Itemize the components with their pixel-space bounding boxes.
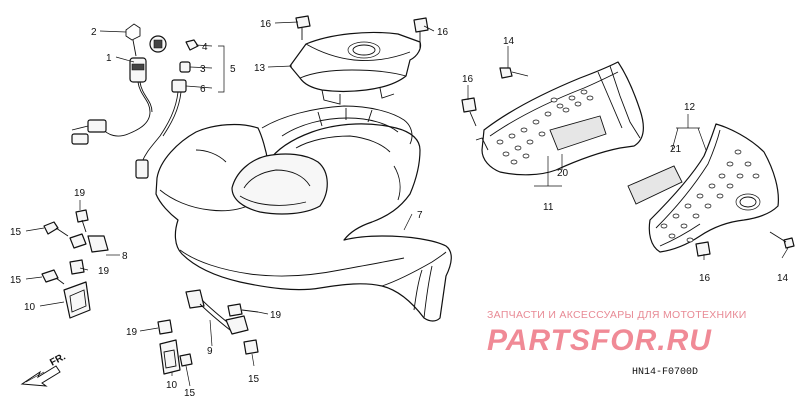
switch-harness: [71, 23, 225, 179]
watermark: ЗАПЧАСТИ И АКСЕССУАРЫ ДЛЯ МОТОТЕХНИКИ PA…: [487, 309, 747, 357]
callout-numbers: 2 1 4 3 5 6 16 13 16 14 16 20 11 12 21 1…: [10, 19, 789, 399]
callout-15-bottom: 15: [184, 388, 196, 399]
callout-19-upper-left: 19: [74, 188, 86, 199]
callout-15-upper-left: 15: [10, 227, 22, 238]
callout-1: 1: [106, 53, 112, 64]
front-top-cover: [289, 31, 422, 105]
callout-8: 8: [122, 251, 128, 262]
callout-9: 9: [207, 346, 213, 357]
perforation-holes-left: [660, 149, 760, 243]
callout-16-top-right: 16: [437, 27, 449, 38]
callout-14-top: 14: [503, 36, 515, 47]
callout-14-bottom: 14: [777, 273, 789, 284]
callout-2: 2: [91, 27, 97, 38]
perforation-holes-right: [496, 89, 594, 165]
callout-20: 20: [557, 168, 569, 179]
watermark-tagline: ЗАПЧАСТИ И АКСЕССУАРЫ ДЛЯ МОТОТЕХНИКИ: [487, 309, 747, 321]
callout-16-bottom: 16: [699, 273, 711, 284]
callout-16-top-left: 16: [260, 19, 272, 30]
front-direction-arrow: FR.: [20, 351, 68, 387]
callout-15-mid-left: 15: [10, 275, 22, 286]
callout-10-bottom: 10: [166, 380, 178, 391]
leader-lines: [25, 21, 789, 387]
left-bracket-assembly: [41, 209, 109, 319]
callout-16-mid: 16: [462, 74, 474, 85]
callout-4: 4: [202, 42, 208, 53]
left-inner-fender: [627, 123, 779, 253]
callout-10-left: 10: [24, 302, 36, 313]
callout-13: 13: [254, 63, 266, 74]
front-fender: [155, 105, 452, 322]
diagram-code: HN14-F0700D: [632, 367, 698, 378]
bottom-bracket-assembly: [157, 289, 259, 375]
right-inner-fender: [475, 61, 644, 176]
watermark-brand: PARTSFOR.RU: [487, 324, 712, 357]
callout-12: 12: [684, 102, 696, 113]
callout-19-mid-left: 19: [98, 266, 110, 277]
callout-19-bottom: 19: [126, 327, 138, 338]
fasteners: [295, 15, 795, 257]
callout-5: 5: [230, 64, 236, 75]
direction-label: FR.: [48, 351, 68, 368]
callout-7: 7: [417, 210, 423, 221]
callout-6: 6: [200, 84, 206, 95]
callout-19-right-bottom: 19: [270, 310, 282, 321]
callout-3: 3: [200, 64, 206, 75]
callout-21: 21: [670, 144, 682, 155]
callout-11: 11: [543, 202, 554, 213]
callout-15-bottom-right: 15: [248, 374, 260, 385]
